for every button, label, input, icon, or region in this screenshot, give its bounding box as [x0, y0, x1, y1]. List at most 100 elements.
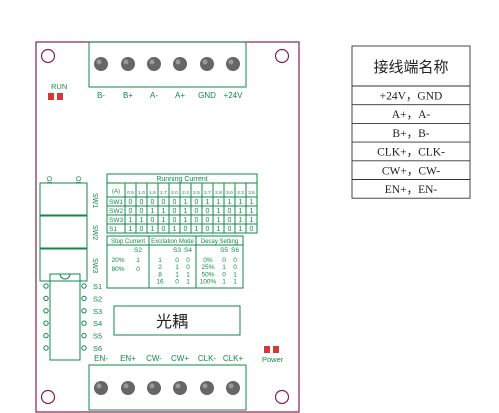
setting-table-title: Decay Setting: [201, 239, 238, 245]
top-terminal-label: GND: [198, 91, 216, 100]
setting-table-cell: 1: [175, 264, 179, 271]
rc-cell: 0: [184, 226, 188, 233]
rc-cell: 1: [184, 199, 188, 206]
rc-cell: 1: [151, 226, 155, 233]
setting-table-cell: 8: [158, 271, 162, 278]
setting-table-cell: 16: [156, 279, 164, 286]
rc-header-value: 0.5: [127, 190, 134, 196]
rc-header-value: 1.7: [160, 190, 167, 196]
bottom-terminal-screws: [94, 381, 240, 395]
setting-table-cell: 0: [233, 257, 237, 264]
rc-cell: 0: [173, 199, 177, 206]
rc-cell: 1: [217, 226, 221, 233]
s-pin-pad-left: [43, 283, 49, 289]
setting-table-col-header: S5: [220, 247, 228, 254]
run-led-2: [57, 93, 63, 100]
setting-table-cell: 100%: [200, 279, 217, 286]
rc-unit: (A): [112, 189, 120, 195]
rc-cell: 0: [140, 199, 144, 206]
rc-cell: 0: [151, 199, 155, 206]
screw-highlight: [175, 59, 181, 65]
legend-row: A+，A-: [392, 109, 431, 121]
s-pin-label: S5: [93, 332, 102, 341]
rc-cell: 1: [140, 217, 144, 224]
mounting-hole-top-left: [40, 48, 56, 64]
s-pin-pad-right: [81, 320, 87, 326]
rc-header-value: 2.7: [204, 190, 211, 196]
rc-cell: 0: [195, 208, 199, 215]
screw-highlight: [96, 383, 102, 389]
setting-table-title: Excitation Mode: [151, 239, 194, 245]
mounting-hole-bottom-right: [274, 389, 290, 405]
top-terminal-block: [88, 41, 247, 88]
top-terminal-screw: [147, 57, 161, 71]
run-led-1: [48, 93, 54, 100]
setting-table-cell: 1: [158, 257, 162, 264]
rc-header-value: 1.0: [138, 190, 145, 196]
top-terminal-screw: [173, 57, 187, 71]
sw1-label: SW1: [91, 193, 98, 208]
rc-cell: 0: [129, 208, 133, 215]
setting-table-col-header: S6: [231, 247, 239, 254]
bottom-terminal-screw: [94, 381, 108, 395]
dip-switch-sw1: [39, 182, 88, 216]
s-pin-pad-left: [43, 345, 49, 351]
top-terminal-screw: [200, 57, 214, 71]
setting-table-col-header: S4: [184, 247, 192, 254]
terminal-name-table: 接线端名称+24V，GNDA+，A-B+，B-CLK+，CLK-CW+，CW-E…: [351, 45, 471, 199]
rc-cell: 1: [228, 199, 232, 206]
legend-frame: [351, 45, 471, 199]
rc-cell: 1: [162, 208, 166, 215]
s-pin-label: S1: [93, 282, 102, 291]
rc-cell: 1: [217, 217, 221, 224]
top-terminal-label: +24V: [224, 91, 244, 100]
setting-table-cell: 0: [136, 266, 140, 273]
setting-table-cell: 0: [175, 279, 179, 286]
rc-header-value: 3.3: [237, 190, 244, 196]
s-pin-pad-right: [81, 295, 87, 302]
rc-row-label: S1: [109, 226, 117, 233]
rc-cell: 0: [206, 226, 210, 233]
rc-cell: 0: [206, 217, 210, 224]
top-terminal-screw: [94, 57, 108, 71]
setting-table-cell: 0: [222, 271, 226, 278]
setting-table-cell: 25%: [201, 264, 214, 271]
top-terminal-labels: B-B+A-A+GND+24V: [97, 91, 243, 100]
optocoupler-label: 光耦: [156, 313, 188, 331]
setting-table-cell: 1: [233, 271, 237, 278]
sw2-label: SW2: [91, 225, 98, 240]
rc-cell: 1: [173, 226, 177, 233]
bottom-terminal-labels: EN-EN+CW-CW+CLK-CLK+: [94, 354, 243, 363]
setting-table-cell: 1: [136, 257, 140, 264]
rc-cell: 1: [250, 208, 254, 215]
top-terminal-label: A-: [150, 91, 158, 100]
setting-table-cell: 0: [175, 257, 179, 264]
rc-cell: 0: [195, 217, 199, 224]
run-label: RUN: [51, 82, 67, 91]
rc-cell: 0: [162, 199, 166, 206]
rc-cell: 1: [217, 208, 221, 215]
rc-cell: 0: [228, 217, 232, 224]
screw-highlight: [228, 59, 234, 65]
setting-table-cell: 1: [222, 279, 226, 286]
rc-cell: 0: [250, 226, 254, 233]
s-pin-pad-right: [81, 332, 87, 339]
setting-table-cell: 0: [222, 257, 226, 264]
s-pin-pad-right: [81, 283, 87, 289]
rc-cell: 0: [206, 208, 210, 215]
rc-cell: 1: [151, 208, 155, 215]
rc-cell: 1: [206, 199, 210, 206]
rc-cell: 0: [140, 226, 144, 233]
rc-cell: 0: [195, 199, 199, 206]
legend-row: EN+，EN-: [385, 184, 438, 196]
dip-switch-sw2: [39, 215, 88, 249]
rc-cell: 1: [129, 217, 133, 224]
bottom-terminal-screw: [226, 381, 240, 395]
setting-table-cell: 20%: [111, 257, 124, 264]
bottom-terminal-screw: [200, 381, 214, 395]
s-pin-label: S4: [93, 319, 102, 328]
power-led-2: [273, 346, 279, 353]
rc-header-value: 2.0: [171, 190, 178, 196]
